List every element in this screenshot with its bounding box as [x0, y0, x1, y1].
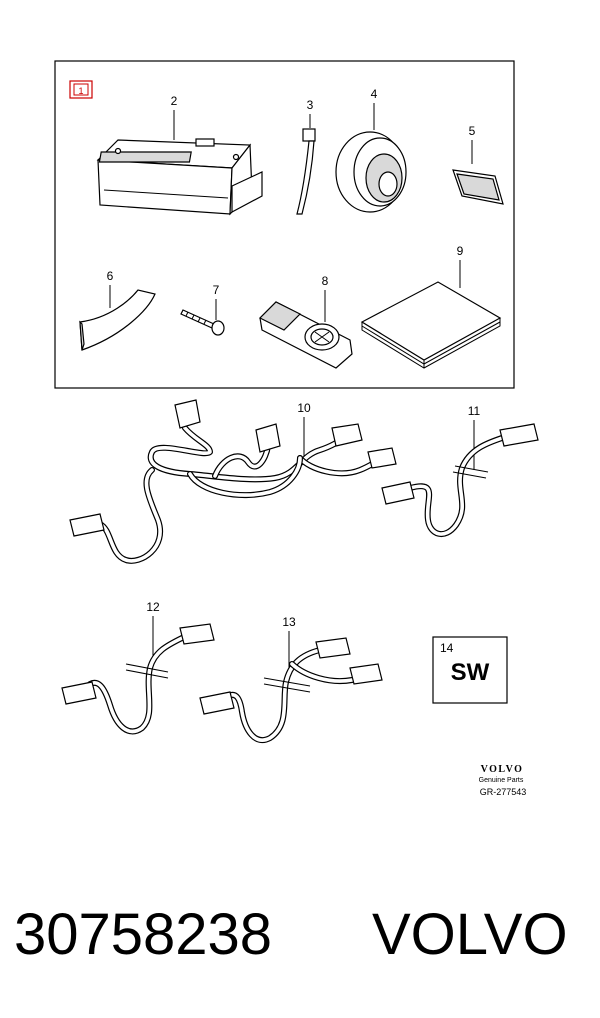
part-8-key-fob: 8 [258, 274, 353, 369]
svg-text:12: 12 [146, 600, 160, 614]
part-7-screw: 7 [180, 283, 225, 336]
svg-text:5: 5 [469, 124, 476, 138]
callout-1: 1 [69, 80, 93, 99]
svg-text:8: 8 [322, 274, 329, 288]
svg-text:11: 11 [468, 404, 481, 418]
svg-text:1: 1 [78, 86, 83, 96]
svg-text:6: 6 [107, 269, 114, 283]
genuine-parts-label: Genuine Parts [479, 777, 524, 784]
part-5-pad: 5 [452, 124, 504, 205]
volvo-brand-block: VOLVO Genuine Parts GR-277543 [479, 764, 527, 797]
svg-text:9: 9 [457, 244, 464, 258]
svg-text:14: 14 [440, 641, 454, 655]
svg-text:10: 10 [297, 401, 311, 415]
part-2-control-module: 2 [96, 94, 263, 216]
svg-text:3: 3 [307, 98, 314, 112]
part-6-strip: 6 [79, 269, 156, 351]
harness-12: 12 [61, 600, 215, 735]
svg-text:7: 7 [213, 283, 220, 297]
part-number: 30758238 [14, 902, 273, 967]
parts-diagram: 1 2 3 4 5 6 [54, 60, 539, 797]
svg-text:2: 2 [171, 94, 178, 108]
svg-text:13: 13 [282, 615, 296, 629]
svg-text:SW: SW [451, 659, 490, 686]
svg-text:4: 4 [371, 87, 378, 101]
harness-11: 11 [381, 404, 539, 537]
brand-name: VOLVO [372, 902, 568, 967]
part-9-manual: 9 [360, 244, 502, 369]
drawing-reference: GR-277543 [480, 787, 527, 797]
harness-13: 13 [199, 615, 383, 743]
harness-10: 10 [69, 399, 397, 564]
item-14-software: 14 SW [432, 636, 508, 704]
footer: 30758238 VOLVO [0, 895, 600, 975]
kit-frame [54, 60, 515, 389]
part-3-cable-tie: 3 [296, 98, 316, 215]
part-4-round-fitting: 4 [335, 87, 407, 213]
volvo-logo: VOLVO [481, 764, 524, 775]
